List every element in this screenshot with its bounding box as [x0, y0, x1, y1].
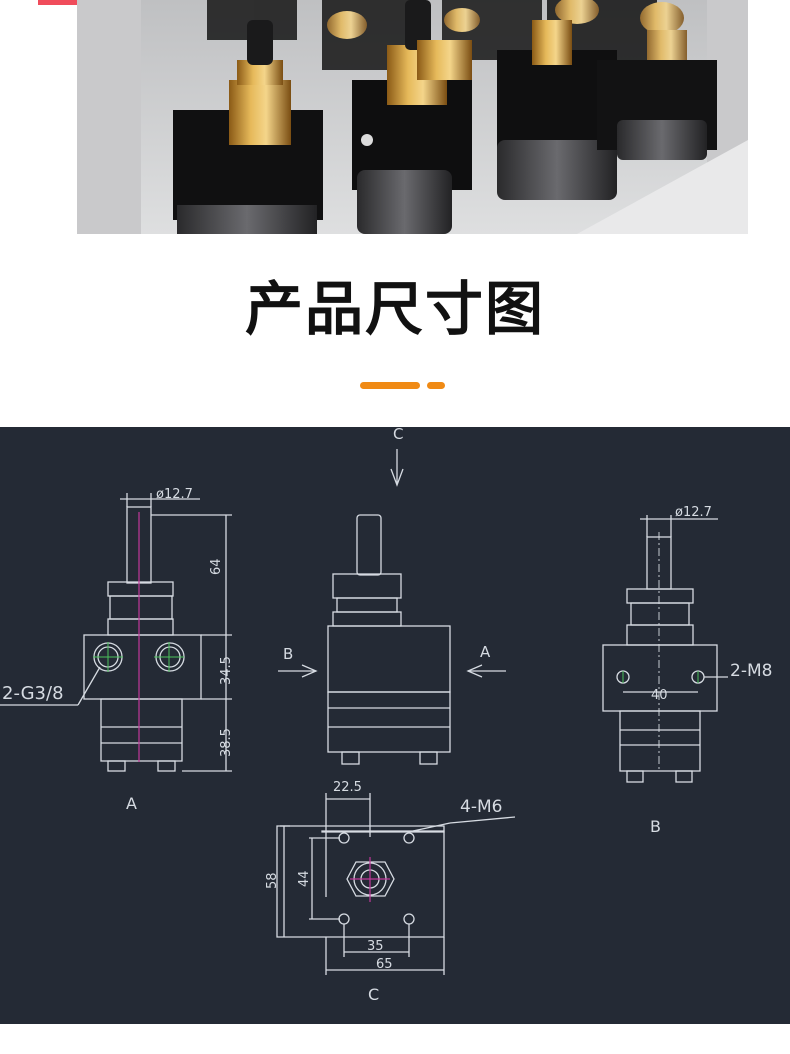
view-c-outer-width: 65	[376, 957, 393, 972]
view-b-diameter: ø12.7	[675, 505, 712, 520]
product-photo	[77, 0, 748, 234]
view-c-label: C	[368, 985, 379, 1004]
view-c	[276, 793, 516, 975]
view-c-callout: 4-M6	[460, 797, 502, 817]
view-c-outer-height: 58	[265, 872, 280, 889]
title-underline-short	[427, 382, 445, 389]
cad-drawing: ø12.7 64 34.5 38.5 2-G3/8 A C B A ø12.7 …	[0, 427, 772, 1004]
section-title: 产品尺寸图	[244, 275, 545, 343]
view-a-block-height: 34.5	[219, 656, 234, 685]
view-b-hole-spacing: 40	[651, 688, 668, 703]
view-a	[0, 493, 232, 772]
view-a-port-callout: 2-G3/8	[2, 683, 64, 704]
view-c-inner-height: 44	[297, 870, 312, 887]
view-c-inner-width: 35	[367, 939, 384, 954]
view-a-diameter: ø12.7	[156, 487, 193, 502]
view-front-arrow-right-label: A	[480, 643, 491, 661]
product-photo-illustration	[77, 0, 748, 234]
view-c-top-dim: 22.5	[333, 780, 362, 795]
view-front-arrow-left-label: B	[283, 645, 293, 663]
view-a-label: A	[126, 794, 137, 813]
view-b-callout: 2-M8	[730, 661, 772, 681]
dimension-drawing: ø12.7 64 34.5 38.5 2-G3/8 A C B A ø12.7 …	[0, 427, 790, 1024]
view-front	[278, 449, 506, 765]
view-b-label: B	[650, 817, 661, 836]
view-b	[602, 515, 728, 783]
view-a-shaft-length: 64	[209, 558, 224, 575]
view-a-body-height: 38.5	[219, 728, 234, 757]
view-front-top-label: C	[393, 427, 403, 443]
title-underline-long	[360, 382, 420, 389]
